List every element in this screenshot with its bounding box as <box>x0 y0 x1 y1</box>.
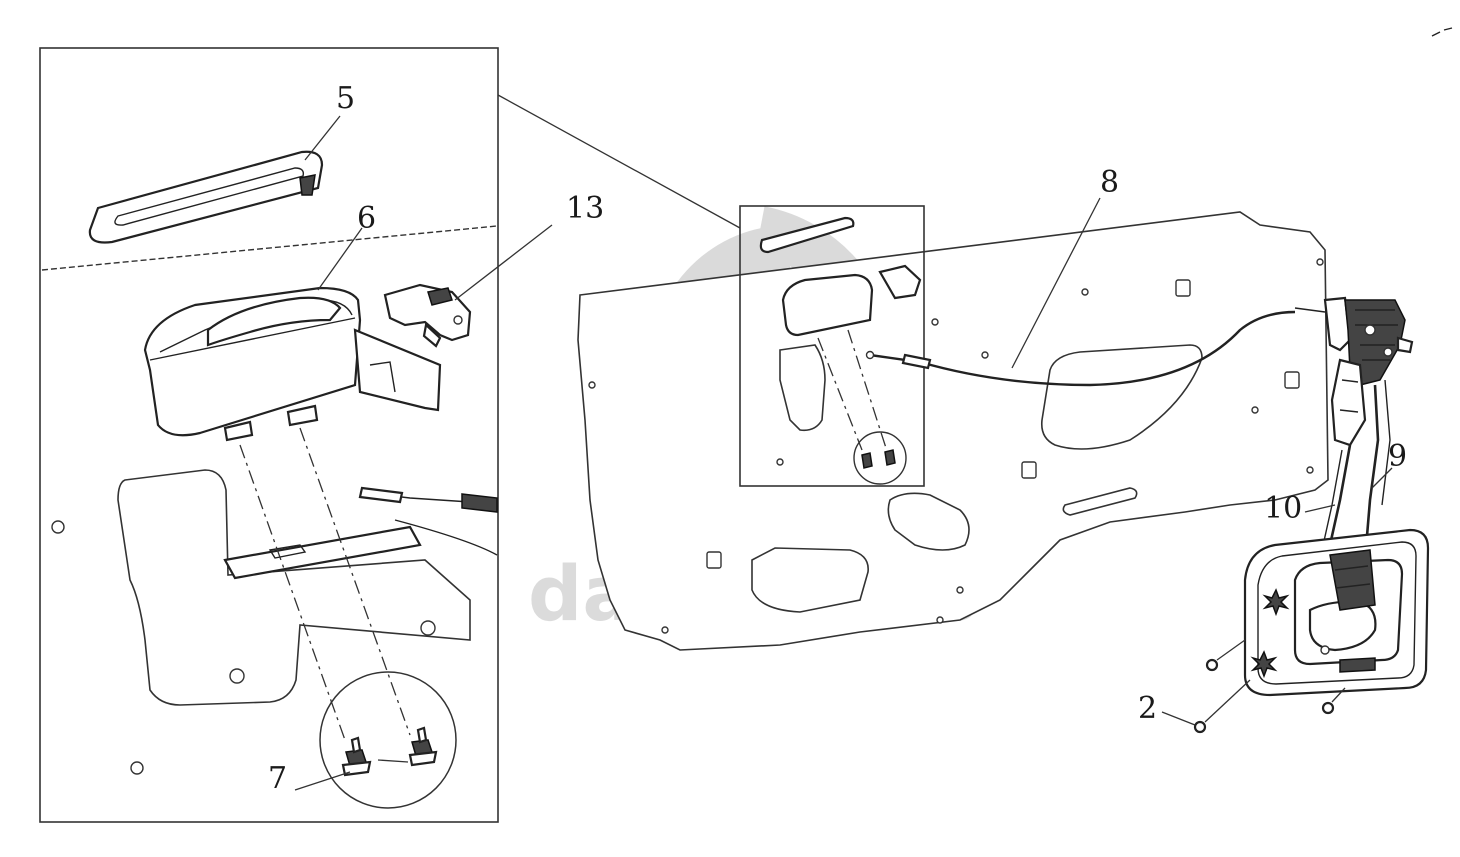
panel-square-3 <box>1021 461 1037 479</box>
panel-square-1 <box>1175 279 1191 297</box>
panel-hole-5 <box>981 351 989 359</box>
part-7-screw-right <box>408 726 438 767</box>
door-inner-panel <box>577 205 1329 651</box>
panel-square-4 <box>706 551 722 569</box>
leader-10 <box>1304 504 1336 513</box>
panel-hole-9 <box>956 586 964 594</box>
detail-panel-edge <box>394 519 498 556</box>
leader-6 <box>317 227 363 291</box>
part-6-inner-handle <box>143 286 442 442</box>
panel-square-2 <box>1284 371 1300 389</box>
detail-hole-4 <box>130 761 144 775</box>
panel-hole-4 <box>776 458 784 466</box>
leader-5 <box>304 115 341 161</box>
inset-bezel <box>759 216 855 254</box>
screw-detail-circle <box>319 671 457 809</box>
inset-assembly-line-1 <box>817 337 863 451</box>
leader-9 <box>1371 467 1393 489</box>
part-13-switch <box>383 283 472 348</box>
detail-bracket-plate <box>223 525 422 580</box>
detail-connector <box>497 94 741 229</box>
inset-screw-circle <box>853 431 907 485</box>
part-8-release-cable <box>865 307 1326 387</box>
leader-8 <box>1011 197 1101 369</box>
callout-7: 7 <box>268 761 287 796</box>
callout-13: 13 <box>566 191 604 226</box>
inset-handle <box>781 273 874 337</box>
callout-2: 2 <box>1138 691 1157 726</box>
leader-2 <box>1161 711 1196 726</box>
leader-7 <box>294 771 351 791</box>
lock-pivot <box>1364 324 1376 336</box>
door-lock-assembly <box>1323 296 1414 447</box>
panel-cutout-large <box>1040 344 1203 450</box>
panel-hole-3 <box>588 381 596 389</box>
nut-2 <box>1193 720 1207 734</box>
nut-3 <box>1321 701 1335 715</box>
detail-bracket-slot <box>268 544 307 559</box>
detail-view <box>39 47 553 823</box>
lock-pin <box>1383 347 1393 357</box>
inset-screw-2 <box>884 449 896 466</box>
callout-8: 8 <box>1100 165 1119 200</box>
panel-hole-2 <box>931 318 939 326</box>
panel-hole-11 <box>661 626 669 634</box>
panel-hole-6 <box>1316 258 1324 266</box>
panel-hole-8 <box>1306 466 1314 474</box>
panel-cutout-handle <box>779 344 826 432</box>
part-7-screw-left <box>341 736 372 777</box>
outer-handle-hole <box>1320 645 1330 655</box>
nut-3-leader <box>1331 687 1346 703</box>
part-5-handle-bezel <box>88 150 324 244</box>
inset-screw-1 <box>861 452 873 469</box>
nut-2-leader <box>1204 679 1251 723</box>
assembly-line-left <box>239 444 346 741</box>
panel-slot <box>1062 487 1138 516</box>
screw-pair-line <box>377 759 409 763</box>
panel-hole-1 <box>1081 288 1089 296</box>
door-panel-outline <box>577 211 1329 651</box>
callout-9: 9 <box>1388 439 1407 474</box>
corner-mark <box>1431 27 1453 37</box>
panel-cutout-lower <box>887 492 970 551</box>
part-2-nuts <box>1193 639 1346 734</box>
cable-end-hole <box>865 350 875 360</box>
panel-cutout-bottom <box>751 547 869 613</box>
assembly-line-right <box>299 427 411 736</box>
callout-5: 5 <box>336 81 355 116</box>
outer-handle-bracket <box>1243 528 1430 697</box>
inset-assembly-line-2 <box>847 329 887 449</box>
detail-trim-line <box>41 225 498 271</box>
leader-13 <box>454 224 553 301</box>
detail-cable-end <box>358 486 404 504</box>
detail-cable-sleeve <box>461 493 498 513</box>
detail-hole-3 <box>420 620 436 636</box>
callout-6: 6 <box>357 201 376 236</box>
callout-10: 10 <box>1264 491 1302 526</box>
switch-mount-hole <box>453 315 463 325</box>
inset-switch <box>878 264 922 300</box>
detail-panel-cutout <box>117 469 471 706</box>
panel-hole-10 <box>936 616 944 624</box>
nut-1 <box>1205 658 1219 672</box>
detail-frame <box>39 47 499 823</box>
detail-hole-2 <box>229 668 245 684</box>
detail-hole-1 <box>51 520 65 534</box>
panel-hole-7 <box>1251 406 1259 414</box>
nut-1-leader <box>1216 639 1246 661</box>
handle-area-inset <box>739 205 925 487</box>
